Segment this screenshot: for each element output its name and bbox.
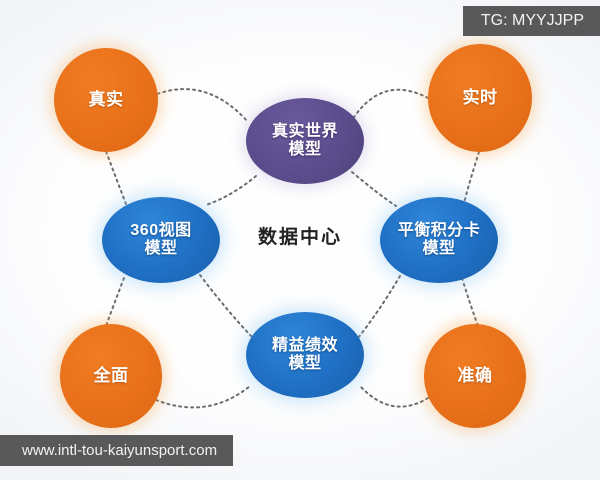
edge-bsc-zhunque bbox=[461, 277, 479, 327]
edge-zhenshi-real-world bbox=[151, 88, 249, 123]
node-360-view-model[interactable]: 360视图 模型 bbox=[102, 197, 220, 283]
node-balanced-scorecard-model[interactable]: 平衡积分卡 模型 bbox=[380, 197, 498, 283]
node-lean-performance-model[interactable]: 精益绩效 模型 bbox=[246, 312, 364, 398]
node-real-world-model[interactable]: 真实世界 模型 bbox=[246, 98, 364, 184]
watermark-top-right: TG: MYYJJPP bbox=[462, 6, 600, 36]
edge-quanmian-lean bbox=[155, 385, 251, 409]
edge-shishi-bsc bbox=[463, 151, 480, 204]
node-zhenshi[interactable]: 真实 bbox=[54, 48, 158, 152]
edge-shishi-real-world bbox=[351, 88, 429, 121]
watermark-bottom-left: www.intl-tou-kaiyunsport.com bbox=[0, 435, 234, 466]
edge-bsc-lean bbox=[357, 275, 401, 339]
edge-real-world-view360 bbox=[205, 175, 257, 206]
center-label: 数据中心 bbox=[257, 227, 342, 248]
node-quanmian[interactable]: 全面 bbox=[60, 324, 162, 428]
node-zhunque[interactable]: 准确 bbox=[424, 324, 526, 428]
edge-zhenshi-view360 bbox=[103, 145, 127, 205]
edge-view360-lean bbox=[199, 274, 254, 339]
edge-view360-quanmian bbox=[105, 277, 125, 327]
node-shishi[interactable]: 实时 bbox=[428, 44, 532, 152]
edge-zhunque-lean bbox=[359, 385, 429, 408]
edge-real-world-bsc bbox=[351, 171, 397, 207]
